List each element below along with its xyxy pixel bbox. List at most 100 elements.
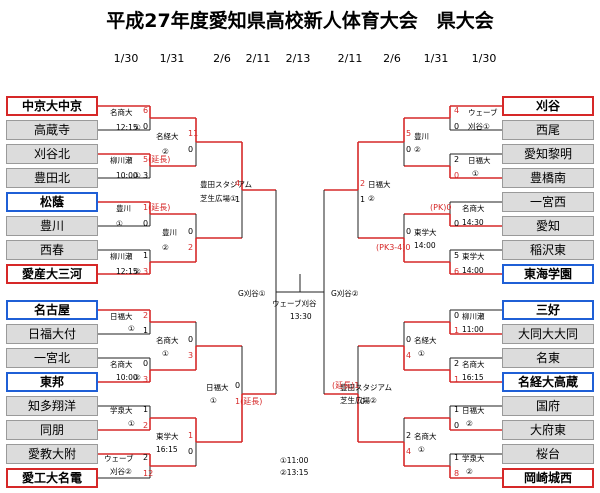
team-l-14: 愛教大附 (6, 444, 98, 464)
score-37: 5 (406, 129, 412, 138)
team-r-7: 東海学園 (502, 264, 594, 284)
venue-label-32: G刈谷① (238, 289, 266, 298)
venue-label-12: ② (162, 147, 169, 156)
score-10: 0 (188, 227, 194, 236)
venue-label-29: 16:15 (156, 445, 178, 454)
team-l-13: 同朋 (6, 420, 98, 440)
venue-label-64: 豊田スタジアム (340, 383, 392, 392)
score-27: 1(延長) (235, 397, 263, 406)
score-39: 0 (406, 227, 412, 236)
team-l-12: 知多翔洋 (6, 396, 98, 416)
venue-label-40: 日福大 (468, 156, 491, 165)
venue-label-55: 16:15 (462, 373, 484, 382)
venue-label-19: 名商大 (110, 360, 133, 369)
venue-label-53: 11:00 (462, 325, 484, 334)
date-right-2: 1/31 (423, 52, 449, 65)
venue-label-62: 名商大 (414, 432, 437, 441)
venue-label-1: 12:15 (116, 123, 138, 132)
team-l-9: 日福大付 (6, 324, 98, 344)
venue-label-0: 名商大 (110, 108, 133, 117)
score-38: 0 (406, 145, 412, 154)
team-l-0: 中京大中京 (6, 96, 98, 116)
venue-label-37: ②13:15 (280, 468, 309, 477)
score-51: 4 (406, 351, 412, 360)
date-right-1: 2/6 (383, 52, 401, 65)
venue-label-31: ① (210, 396, 217, 405)
score-22: 0 (188, 335, 194, 344)
score-41: 1 (360, 195, 366, 204)
date-left-1: 1/31 (159, 52, 185, 65)
venue-label-36: ①11:00 (280, 456, 309, 465)
team-r-1: 西尾 (502, 120, 594, 140)
score-30: 2 (454, 155, 460, 164)
score-45: 1 (454, 375, 460, 384)
score-4: 1(延長) (143, 203, 171, 212)
team-r-2: 愛知黎明 (502, 144, 594, 164)
score-48: 1 (454, 453, 460, 462)
score-8: 11 (188, 129, 199, 138)
venue-label-28: 東学大 (156, 432, 179, 441)
score-14: 2 (143, 311, 149, 320)
team-l-1: 高蔵寺 (6, 120, 98, 140)
venue-label-56: 日福大 (462, 406, 485, 415)
venue-label-18: ① (128, 324, 135, 333)
team-r-9: 大同大大同 (502, 324, 594, 344)
date-left-2: 2/6 (213, 52, 231, 65)
venue-label-42: 名商大 (462, 204, 485, 213)
team-r-6: 稲沢東 (502, 240, 594, 260)
venue-label-48: 東学大 (414, 228, 437, 237)
venue-label-6: 豊川 (116, 204, 131, 213)
score-12: 4 (235, 179, 241, 188)
venue-label-24: ウェーブ (104, 454, 134, 463)
date-right-0: 2/11 (337, 52, 363, 65)
venue-label-15: 豊田スタジアム (200, 180, 252, 189)
team-r-11: 名経大高蔵 (502, 372, 594, 392)
score-35: 5 (454, 251, 460, 260)
score-52: 2 (406, 431, 412, 440)
team-r-14: 桜台 (502, 444, 594, 464)
venue-label-2: ① (134, 123, 141, 132)
score-19: 2 (143, 421, 149, 430)
venue-label-52: 柳川瀬 (462, 312, 485, 321)
venue-label-16: 芝生広場① (200, 194, 237, 203)
score-55: 0 (360, 397, 366, 406)
date-left-4: 2/13 (285, 52, 311, 65)
score-11: 2 (188, 243, 194, 252)
venue-label-26: 名商大 (156, 336, 179, 345)
score-6: 1 (143, 251, 149, 260)
score-26: 0 (235, 381, 241, 390)
score-7: 3 (143, 267, 149, 276)
venue-label-21: ② (134, 373, 141, 382)
venue-label-4: 10:00 (116, 171, 138, 180)
score-36: 6 (454, 267, 460, 276)
team-l-8: 名古屋 (6, 300, 98, 320)
venue-label-61: ① (418, 349, 425, 358)
score-5: 0 (143, 219, 149, 228)
score-50: 0 (406, 335, 412, 344)
score-1: 0 (143, 122, 149, 131)
venue-label-58: 学泉大 (462, 454, 485, 463)
venue-label-41: ① (472, 169, 479, 178)
score-17: 3 (143, 375, 149, 384)
score-24: 1 (188, 431, 194, 440)
score-3: 3 (143, 171, 149, 180)
venue-label-25: 刈谷② (110, 467, 132, 476)
team-r-3: 豊橋南 (502, 168, 594, 188)
venue-label-65: 芝生広場② (340, 396, 377, 405)
venue-label-33: ウェーブ刈谷 (272, 299, 317, 308)
team-l-5: 豊川 (6, 216, 98, 236)
venue-label-22: 学泉大 (110, 406, 133, 415)
team-r-10: 名東 (502, 348, 594, 368)
team-l-11: 東邦 (6, 372, 98, 392)
team-r-12: 国府 (502, 396, 594, 416)
venue-label-44: 東学大 (462, 252, 485, 261)
date-left-3: 2/11 (245, 52, 271, 65)
venue-label-59: ② (466, 467, 473, 476)
score-34: (PK3-4)0 (376, 243, 411, 252)
score-44: 2 (454, 359, 460, 368)
team-l-10: 一宮北 (6, 348, 98, 368)
team-r-8: 三好 (502, 300, 594, 320)
team-r-0: 刈谷 (502, 96, 594, 116)
venue-label-47: ② (414, 145, 421, 154)
